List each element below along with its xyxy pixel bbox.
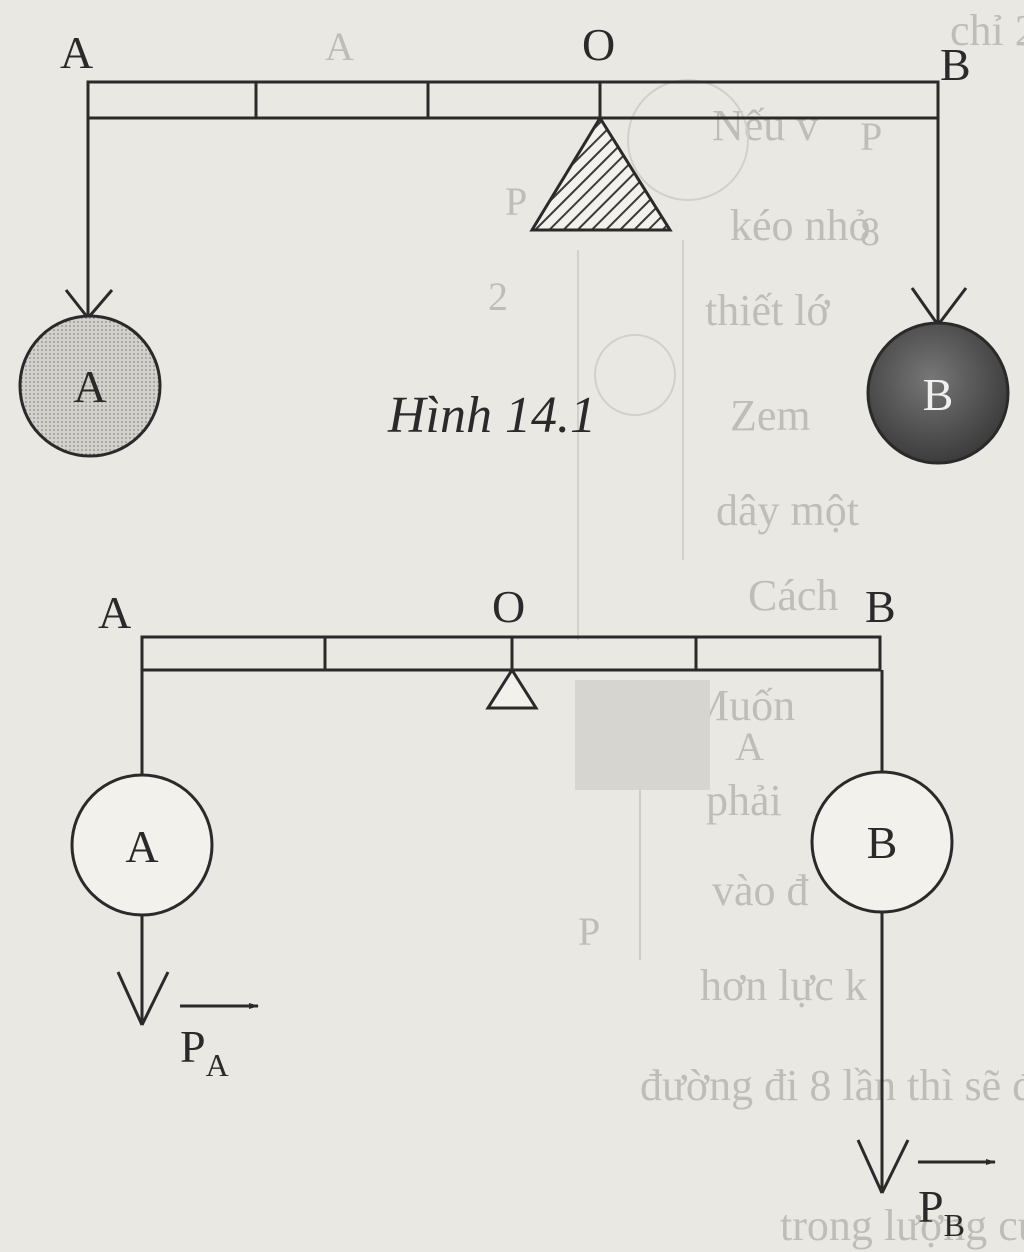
ghost-text-line: Zem bbox=[730, 391, 811, 440]
ball-a-label: A bbox=[125, 821, 158, 872]
ghost-text-line: dây một bbox=[716, 486, 859, 535]
ghost-text-line: hơn lực k bbox=[700, 961, 867, 1010]
ghost-glyph: 8 bbox=[860, 209, 880, 254]
string-b bbox=[910, 118, 968, 326]
ghost-text-line: vào đ bbox=[712, 866, 809, 915]
force-pa-label: PA bbox=[180, 1021, 229, 1083]
string-a bbox=[64, 118, 114, 319]
ball-a-label: A bbox=[73, 361, 106, 412]
ghost-glyph: P bbox=[860, 114, 882, 159]
fulcrum-triangle bbox=[529, 115, 673, 232]
ball-b-label: B bbox=[923, 369, 954, 420]
force-pb-label: PB bbox=[918, 1181, 965, 1243]
point-a-label: A bbox=[60, 27, 93, 78]
ghost-text-line: đường đi 8 lần thì sẽ được lợi v bbox=[640, 1061, 1024, 1110]
fulcrum-triangle bbox=[485, 667, 539, 710]
ghost-text-line: thiết lớ bbox=[705, 286, 830, 335]
ball-a bbox=[18, 314, 162, 458]
ghost-text-line: Cách bbox=[748, 571, 838, 620]
ball-b bbox=[866, 321, 1010, 465]
ghost-circle bbox=[627, 79, 749, 201]
show-through-text: chỉ 2,4N Nếu v kéo nhỏ thiết lớ Zem dây … bbox=[325, 6, 1024, 1250]
ghost-glyph: A bbox=[735, 724, 764, 769]
figure-force-diagram: A O B A PA B PB bbox=[70, 581, 996, 1243]
ball-b-label: B bbox=[867, 817, 898, 868]
ghost-text-line: phải bbox=[706, 776, 782, 825]
ghost-text-line: kéo nhỏ bbox=[730, 201, 871, 250]
force-vector-pa bbox=[116, 915, 170, 1026]
ghost-text-line: Nếu v bbox=[712, 101, 818, 150]
ghost-circle bbox=[594, 334, 676, 416]
point-o-label: O bbox=[492, 581, 525, 632]
ghost-glyph: A bbox=[325, 24, 354, 69]
ghost-block bbox=[575, 680, 710, 790]
ghost-glyph: P bbox=[578, 909, 600, 954]
point-b-label: B bbox=[940, 39, 971, 90]
ghost-text-line: chỉ 2,4N bbox=[950, 6, 1024, 55]
point-o-label: O bbox=[582, 19, 615, 70]
lever-bar bbox=[140, 635, 882, 672]
figure-caption: Hình 14.1 bbox=[387, 387, 596, 444]
figure-14-1: A O B A B Hình 14.1 bbox=[18, 19, 1010, 465]
point-a-label: A bbox=[98, 587, 131, 638]
force-vector-pb bbox=[856, 912, 910, 1194]
point-b-label: B bbox=[865, 581, 896, 632]
ghost-glyph: P bbox=[505, 179, 527, 224]
lever-bar bbox=[86, 80, 940, 120]
ghost-text-line: trong lượng của vật. Vậy lực bbox=[780, 1201, 1024, 1250]
ghost-glyph: 2 bbox=[488, 274, 508, 319]
